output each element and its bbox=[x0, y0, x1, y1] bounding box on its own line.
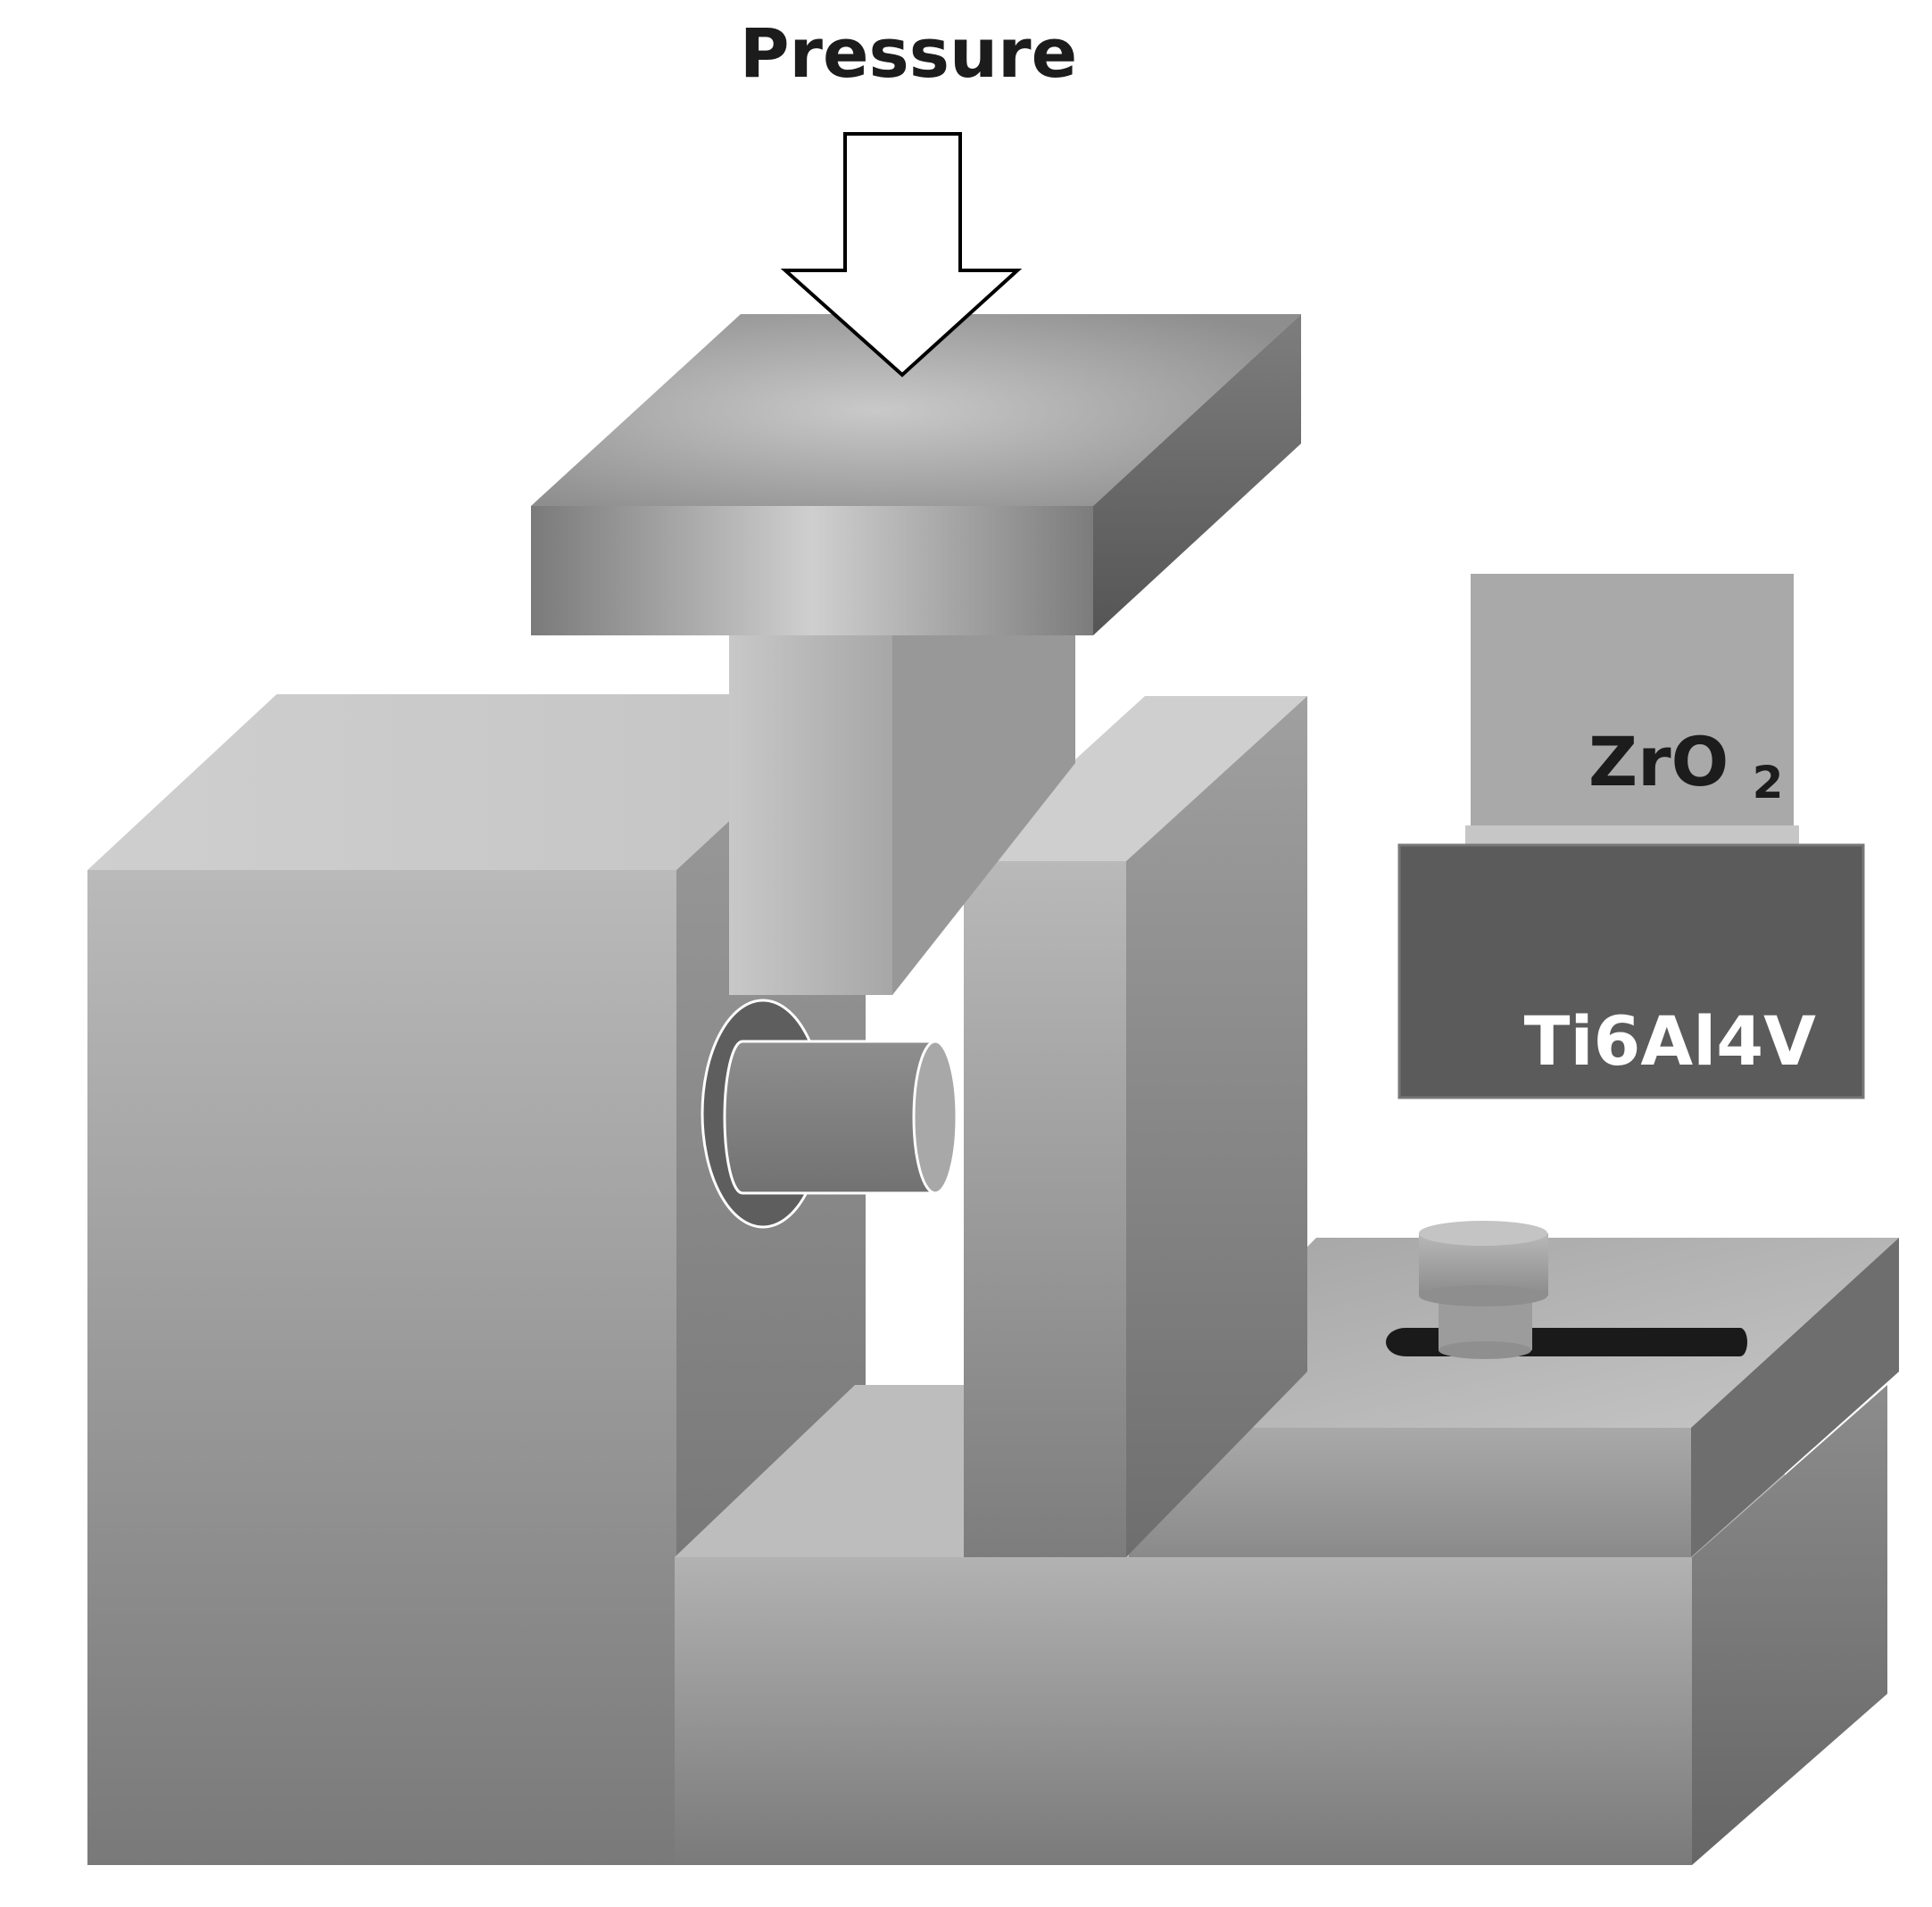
plunger-front-face bbox=[729, 635, 892, 995]
bond-layer-strip bbox=[1465, 825, 1799, 845]
clamp-knob bbox=[1386, 1221, 1747, 1359]
pressure-label: Pressure bbox=[740, 13, 1077, 93]
plunger bbox=[729, 635, 1075, 995]
plate-front-face bbox=[531, 506, 1093, 635]
wall-front-face bbox=[964, 861, 1126, 1557]
specimen-cylinder-end bbox=[912, 1040, 958, 1195]
ti-alloy-block bbox=[1397, 843, 1865, 1099]
knob-stem-base bbox=[1439, 1341, 1531, 1359]
specimen-cylinder bbox=[701, 999, 958, 1229]
knob-head-top bbox=[1419, 1221, 1547, 1246]
zro2-label: ZrO 2 bbox=[1588, 722, 1783, 808]
plate-side-face bbox=[1093, 314, 1301, 635]
left-block-front-face bbox=[87, 870, 676, 1865]
zro2-label-subscript: 2 bbox=[1753, 757, 1784, 808]
plate-top-face bbox=[531, 314, 1301, 506]
zro2-label-main: ZrO bbox=[1588, 722, 1729, 801]
specimen-cylinder-body bbox=[723, 1040, 934, 1195]
vertical-wall bbox=[964, 696, 1307, 1557]
specimen-schematic: ZrO 2 Ti6Al4V bbox=[1397, 574, 1865, 1099]
wall-side-face bbox=[1126, 696, 1307, 1557]
wall-top-face bbox=[964, 696, 1307, 861]
knob-head-bottom bbox=[1419, 1285, 1547, 1306]
ti-alloy-label: Ti6Al4V bbox=[1524, 1001, 1817, 1081]
arrow-down-outline-icon bbox=[780, 132, 1023, 377]
base-block-front-face bbox=[675, 1557, 1692, 1865]
plunger-side-face bbox=[892, 635, 1075, 995]
left-block-top-face bbox=[87, 694, 866, 870]
base-block-side-face bbox=[1692, 1385, 1887, 1865]
loading-plate bbox=[531, 314, 1301, 635]
zro2-block bbox=[1471, 574, 1794, 842]
right-block-side-face bbox=[1691, 1238, 1899, 1557]
